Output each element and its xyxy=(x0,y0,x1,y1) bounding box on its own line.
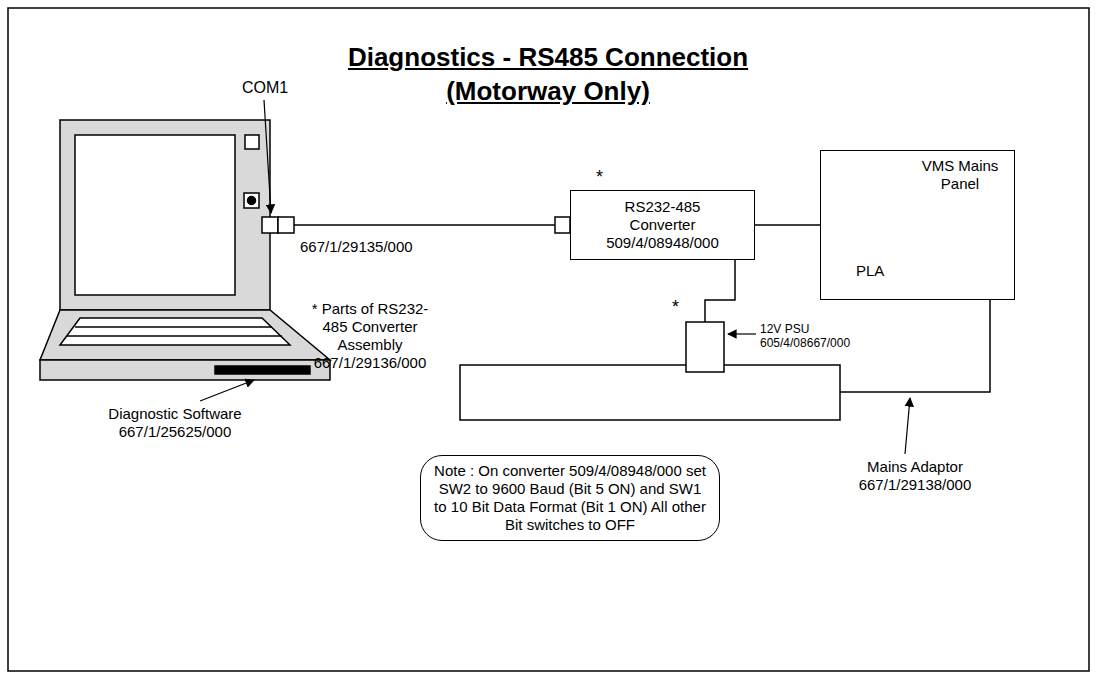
assembly-note: * Parts of RS232-485 Converter Assembly … xyxy=(300,300,440,372)
diagram-title: Diagnostics - RS485 Connection (Motorway… xyxy=(318,40,778,108)
node-text: 509/4/08948/000 xyxy=(606,234,719,252)
node-text: Note : On converter 509/4/08948/000 set … xyxy=(431,462,709,534)
converter-box: RS232-485 Converter509/4/08948/000 xyxy=(570,190,755,260)
adaptor-label: Mains Adaptor 667/1/29138/000 xyxy=(850,458,980,494)
frame xyxy=(8,8,1089,671)
note-box: Note : On converter 509/4/08948/000 set … xyxy=(420,455,720,541)
part-number: 667/1/29135/000 xyxy=(300,238,413,256)
port-label: COM1 xyxy=(242,78,288,97)
converter-plug xyxy=(555,217,570,233)
panel-box: VMS Mains Panel xyxy=(820,150,1015,300)
laptop xyxy=(40,120,330,380)
node-text: RS232-485 Converter xyxy=(613,198,713,234)
leader-line xyxy=(905,398,910,454)
leader-line xyxy=(264,100,271,213)
com-port xyxy=(262,217,294,233)
leader-line xyxy=(200,380,254,401)
leader-line xyxy=(728,333,756,334)
cable-connector xyxy=(755,224,820,226)
psu-lead xyxy=(705,258,735,322)
node-text: VMS Mains Panel xyxy=(914,157,1006,193)
connector-label: PLA xyxy=(856,262,884,280)
asterisk-mark: * xyxy=(596,166,603,188)
software-label: Diagnostic Software 667/1/25625/000 xyxy=(100,405,250,441)
asterisk-mark: * xyxy=(672,296,679,318)
psu-symbol xyxy=(686,322,724,372)
mains-adaptor-body xyxy=(460,365,840,420)
serial-cable xyxy=(294,224,555,226)
psu-label: 12V PSU 605/4/08667/000 xyxy=(760,322,860,350)
